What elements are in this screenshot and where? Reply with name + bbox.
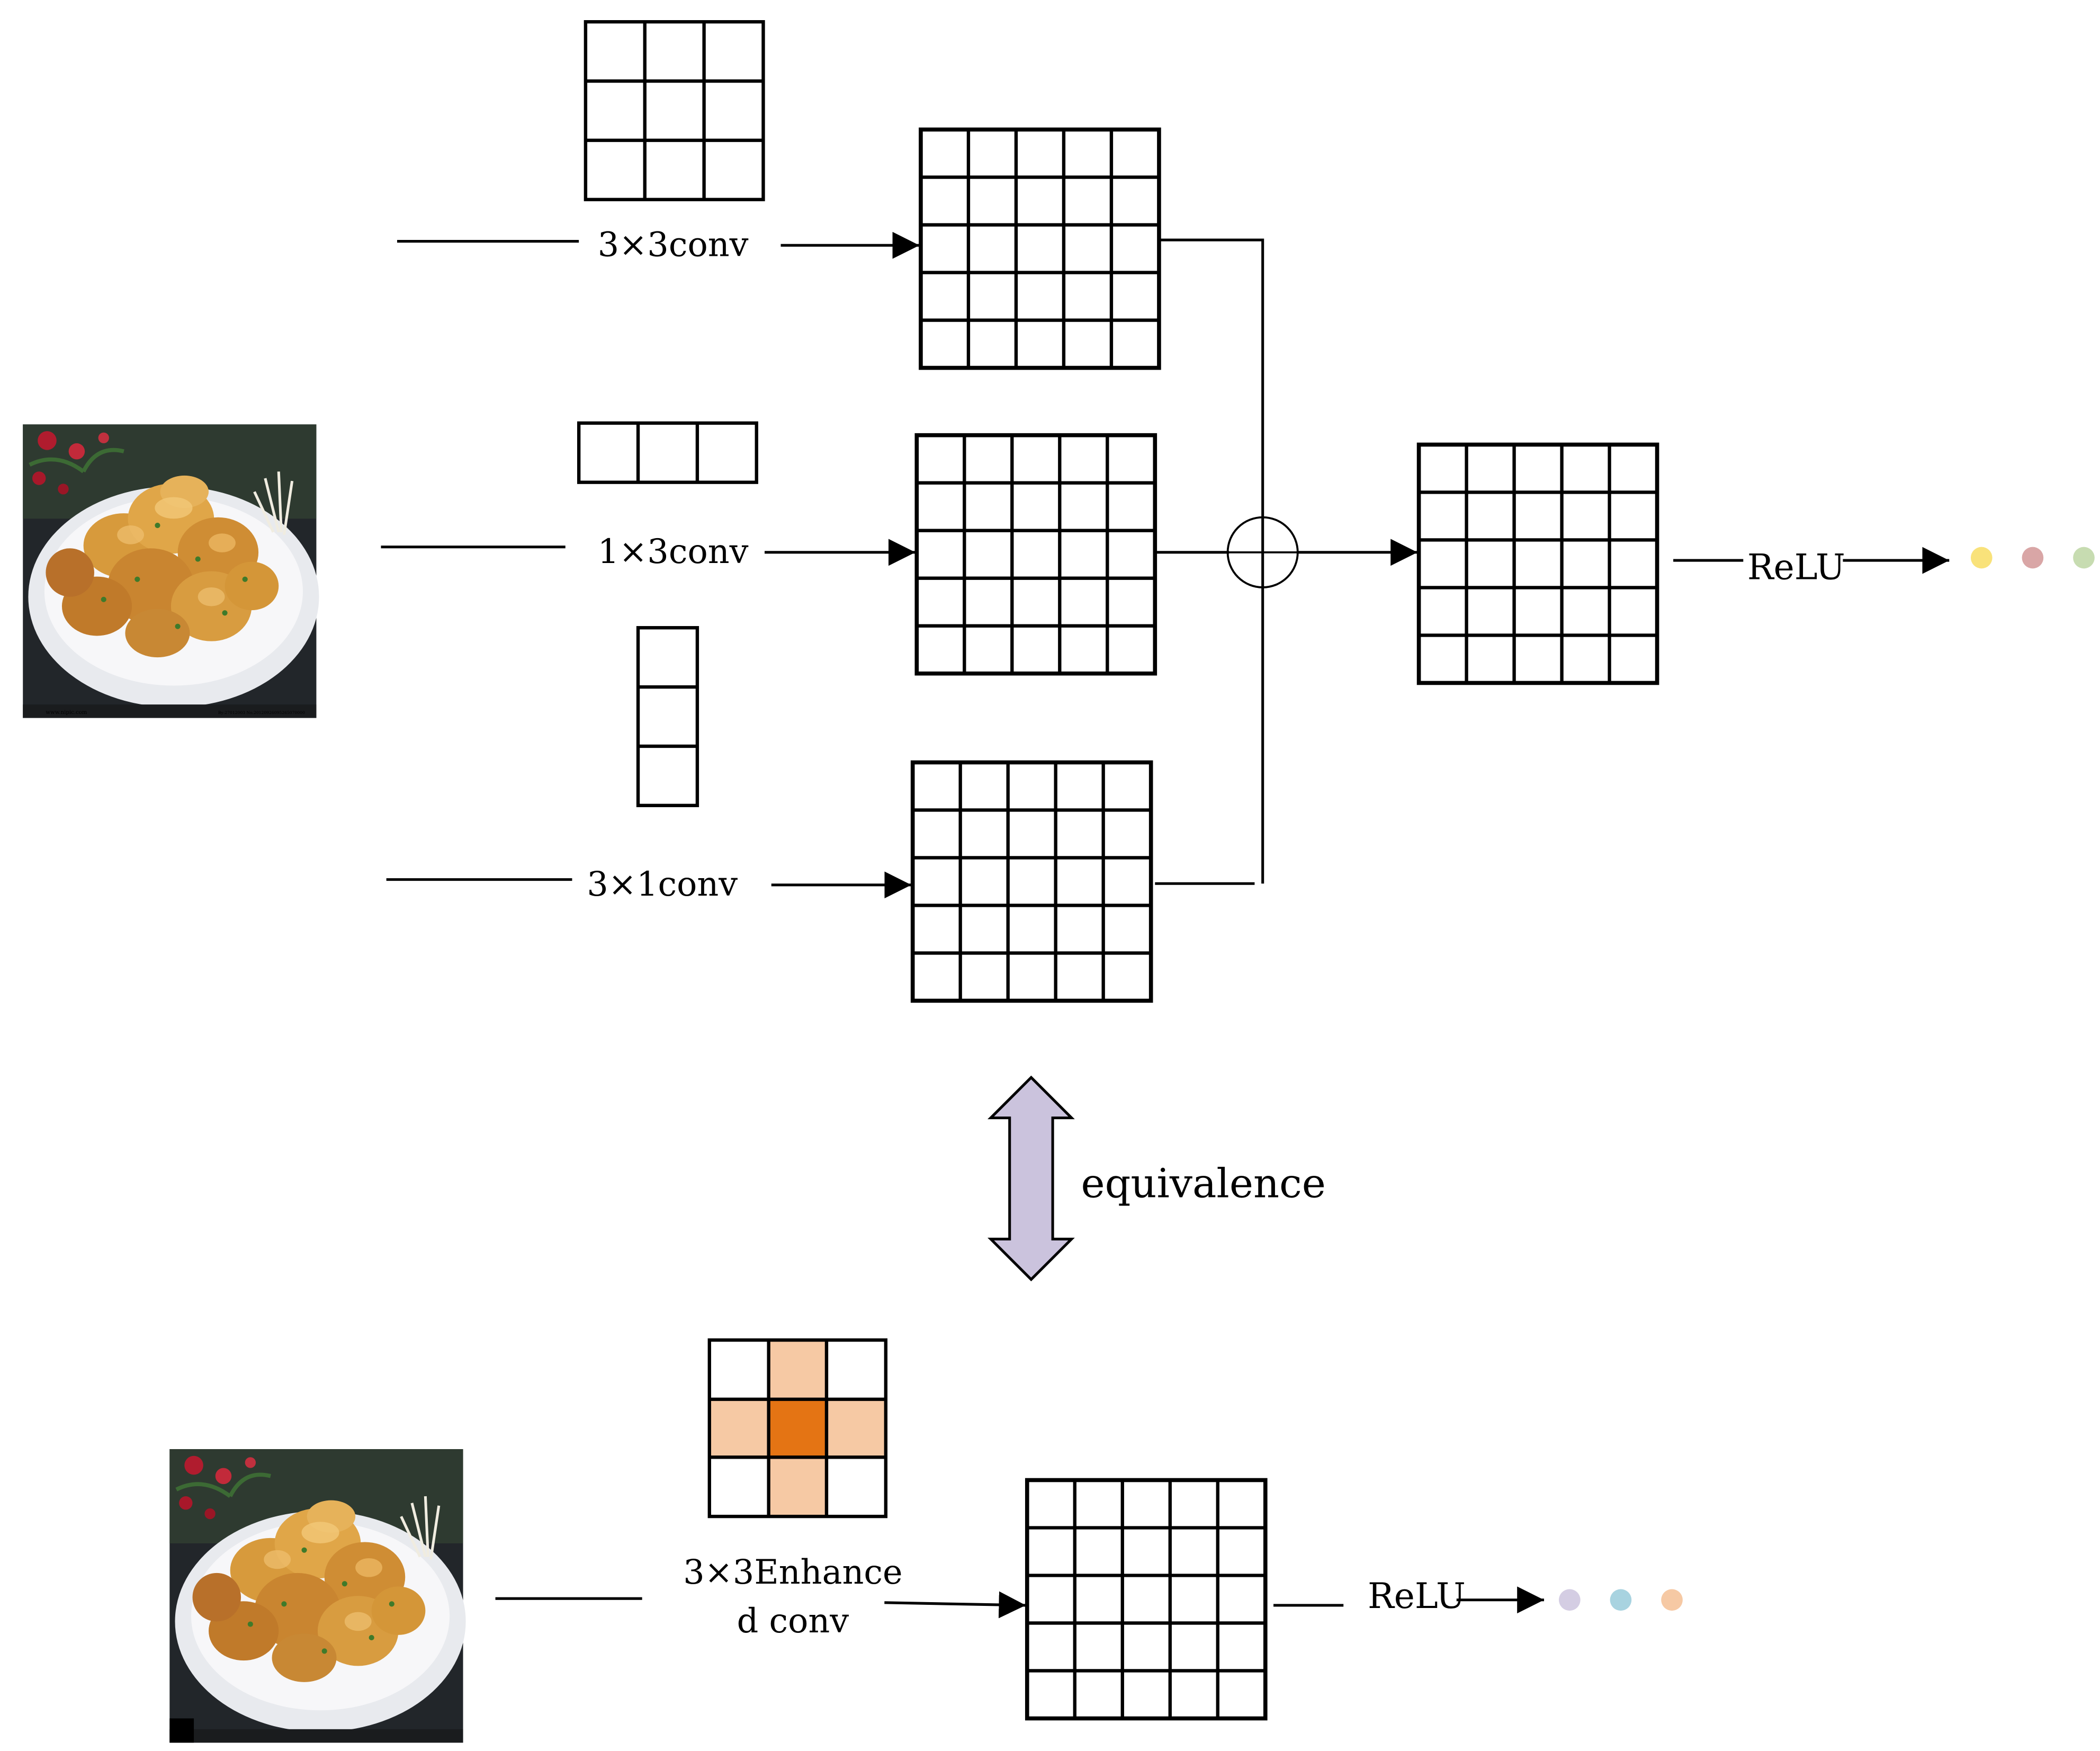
kernel-3x3 [584, 20, 765, 201]
add-operator [1226, 516, 1299, 588]
kernel-enhanced-3x3 [707, 1338, 888, 1518]
continuation-dot-top-3 [2073, 547, 2095, 569]
photo-watermark-right: By:27012003 No.20120926095265070000 [218, 710, 305, 715]
photo-watermark-left: www.nipic.com [46, 710, 87, 716]
equivalence-double-arrow [988, 1075, 1075, 1282]
continuation-dot-bottom-1 [1558, 1589, 1581, 1611]
feature-map-sum-output [1416, 442, 1659, 685]
feature-map-3x3-output [919, 127, 1161, 370]
continuation-dot-bottom-2 [1610, 1589, 1632, 1611]
label-1x3conv: 1×3conv [598, 532, 749, 571]
label-3x1conv: 3×1conv [587, 864, 738, 904]
merge-connector [1155, 238, 1264, 885]
label-enhanced-conv-line2: d conv [737, 1601, 849, 1640]
relu-label-bottom: ReLU [1368, 1576, 1466, 1616]
feature-map-enhanced-output [1025, 1478, 1268, 1721]
input-image-bottom [169, 1449, 465, 1743]
continuation-dot-bottom-3 [1661, 1589, 1683, 1611]
continuation-dot-top-1 [1970, 547, 1993, 569]
feature-map-1x3-output [914, 433, 1157, 676]
label-3x3conv: 3×3conv [598, 225, 749, 264]
feature-map-3x1-output [910, 760, 1153, 1003]
relu-label-top: ReLU [1747, 547, 1845, 588]
input-image-top: www.nipic.com By:27012003 No.20120926095… [23, 424, 319, 718]
kernel-1x3 [577, 421, 758, 484]
continuation-dot-top-2 [2022, 547, 2044, 569]
kernel-3x1 [636, 626, 699, 807]
label-enhanced-conv-line1: 3×3Enhance [683, 1552, 902, 1592]
equivalence-label: equivalence [1081, 1160, 1325, 1207]
arrow-enhanced-out [884, 1591, 1026, 1619]
